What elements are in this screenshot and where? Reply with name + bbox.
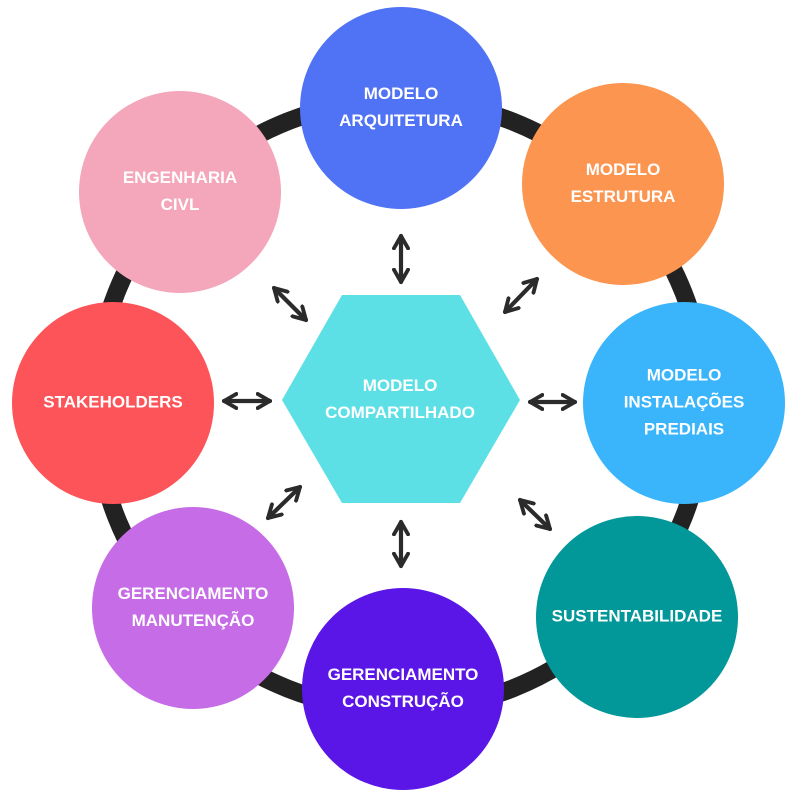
- node-stakeholders: STAKEHOLDERS: [12, 302, 214, 504]
- node-modelo-instalacoes-prediais: MODELO INSTALAÇÕES PREDIAIS: [583, 302, 785, 504]
- node-sustentabilidade: SUSTENTABILIDADE: [536, 516, 738, 718]
- node-label-modelo-estrutura-line-1: MODELO: [586, 160, 661, 179]
- node-label-gerenciamento-construcao-line-1: GERENCIAMENTO: [328, 665, 479, 684]
- node-label-gerenciamento-manutencao-line-2: MANUTENÇÃO: [132, 610, 255, 630]
- node-circle-stakeholders: [12, 302, 214, 504]
- node-gerenciamento-construcao: GERENCIAMENTO CONSTRUÇÃO: [302, 588, 504, 790]
- node-label-stakeholders-line-1: STAKEHOLDERS: [43, 392, 182, 411]
- node-label-engenharia-civl-line-2: CIVL: [161, 195, 200, 214]
- node-label-modelo-instalacoes-prediais-line-2: INSTALAÇÕES: [624, 391, 745, 411]
- node-circle-modelo-instalacoes-prediais: [583, 302, 785, 504]
- node-circle-engenharia-civl: [79, 91, 281, 293]
- double-arrow-2: [502, 276, 540, 315]
- node-label-engenharia-civl-line-1: ENGENHARIA: [123, 168, 237, 187]
- nodes-layer: MODELO ARQUITETURA MODELO ESTRUTURA MODELO IN…: [12, 7, 785, 790]
- double-arrow-6: [265, 484, 303, 521]
- node-circle-gerenciamento-manutencao: [92, 507, 294, 709]
- node-circle-modelo-estrutura: [522, 83, 724, 285]
- double-arrow-4: [517, 497, 553, 532]
- double-arrow-8: [271, 285, 309, 323]
- node-modelo-estrutura: MODELO ESTRUTURA: [522, 83, 724, 285]
- node-label-gerenciamento-construcao-line-2: CONSTRUÇÃO: [342, 691, 464, 711]
- hub-hexagon: [282, 295, 520, 503]
- node-label-gerenciamento-manutencao-line-1: GERENCIAMENTO: [118, 584, 269, 603]
- node-circle-modelo-arquitetura: [300, 7, 502, 209]
- node-gerenciamento-manutencao: GERENCIAMENTO MANUTENÇÃO: [92, 507, 294, 709]
- node-engenharia-civl: ENGENHARIA CIVL: [79, 91, 281, 293]
- node-label-modelo-arquitetura-line-1: MODELO: [364, 84, 439, 103]
- hub-layer: MODELO COMPARTILHADO: [282, 295, 520, 503]
- node-label-modelo-instalacoes-prediais-line-3: PREDIAIS: [644, 419, 724, 438]
- node-circle-gerenciamento-construcao: [302, 588, 504, 790]
- node-label-sustentabilidade-line-1: SUSTENTABILIDADE: [552, 606, 723, 625]
- node-label-modelo-instalacoes-prediais-line-1: MODELO: [647, 365, 722, 384]
- node-circle-sustentabilidade: [536, 516, 738, 718]
- node-label-modelo-estrutura-line-2: ESTRUTURA: [571, 187, 676, 206]
- hub-label-line-2: COMPARTILHADO: [325, 403, 475, 422]
- node-modelo-arquitetura: MODELO ARQUITETURA: [300, 7, 502, 209]
- node-label-modelo-arquitetura-line-2: ARQUITETURA: [339, 111, 463, 130]
- hub-label-line-1: MODELO: [363, 376, 438, 395]
- arrows-layer: [221, 233, 578, 569]
